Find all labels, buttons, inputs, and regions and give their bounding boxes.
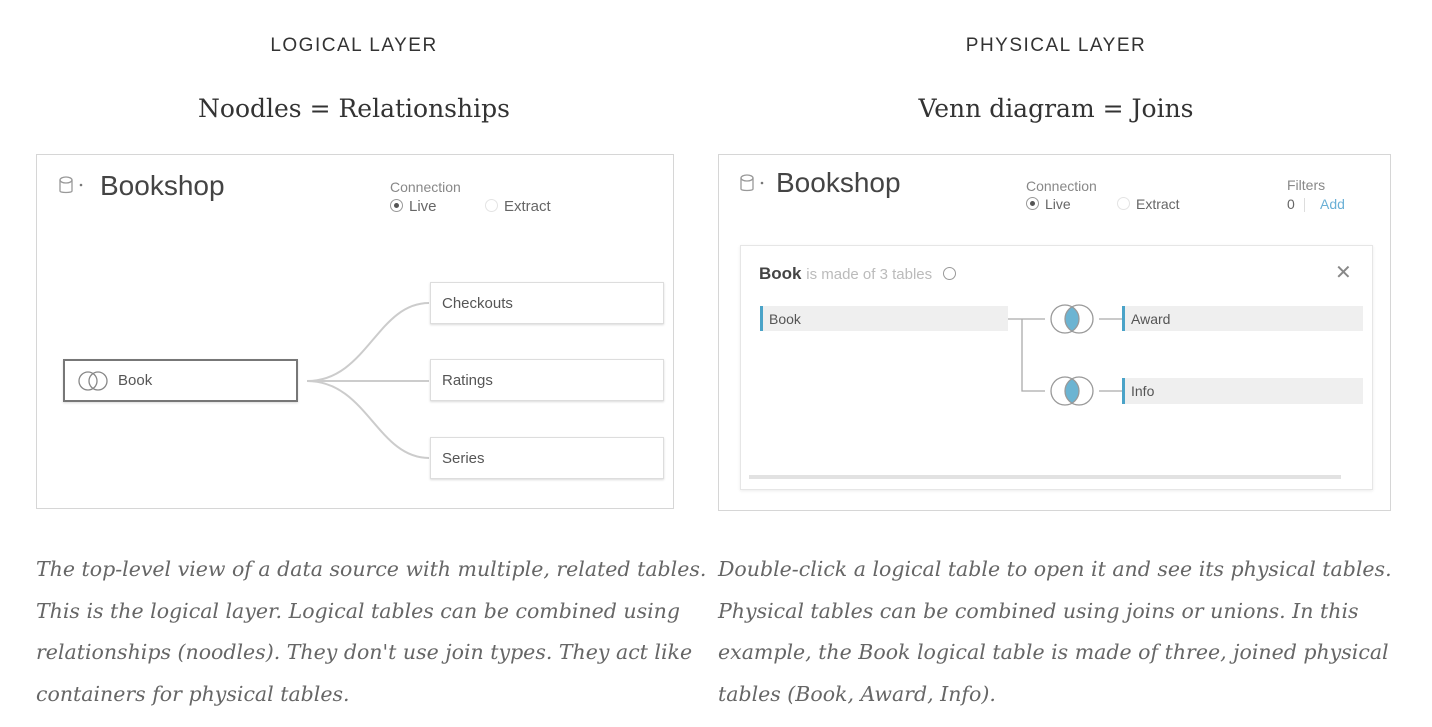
horizontal-scrollbar[interactable] <box>749 475 1341 479</box>
logical-table-ratings[interactable]: Ratings <box>430 359 664 401</box>
logical-layer-screenshot: Bookshop Connection Live Extract Book Ch… <box>36 154 674 509</box>
logical-table-checkouts[interactable]: Checkouts <box>430 282 664 324</box>
venn-icon <box>78 370 108 391</box>
datasource-name[interactable]: Bookshop <box>776 167 901 198</box>
table-label: Ratings <box>442 371 493 389</box>
table-label: Info <box>1131 383 1155 399</box>
connection-label: Connection <box>1026 178 1097 194</box>
extract-label: Extract <box>504 198 551 215</box>
datasource-name[interactable]: Bookshop <box>100 170 225 201</box>
panel-description: is made of 3 tables <box>806 266 933 283</box>
physical-layer-caption: Double-click a logical table to open it … <box>718 557 1392 706</box>
extract-radio[interactable]: Extract <box>1117 196 1180 212</box>
table-label: Series <box>442 449 485 467</box>
logical-layer-caption: The top-level view of a data source with… <box>36 557 707 706</box>
extract-label: Extract <box>1136 196 1180 212</box>
live-label: Live <box>1045 196 1071 212</box>
database-icon <box>740 174 764 192</box>
join-venn-icon-info <box>1050 376 1094 406</box>
radio-selected-icon <box>1026 197 1039 210</box>
physical-table-book[interactable]: Book <box>760 306 1008 331</box>
divider <box>1304 198 1305 212</box>
close-icon[interactable]: ✕ <box>1335 262 1352 284</box>
physical-layer-subtitle: Venn diagram = Joins <box>918 94 1194 123</box>
join-diagram <box>1008 304 1122 406</box>
radio-selected-icon <box>390 199 403 212</box>
physical-table-info[interactable]: Info <box>1122 378 1363 404</box>
live-radio[interactable]: Live <box>1026 196 1071 212</box>
table-label: Book <box>769 310 801 327</box>
panel-title: Book is made of 3 tables <box>759 264 956 284</box>
noodle-series <box>306 380 430 459</box>
radio-icon <box>1117 197 1130 210</box>
physical-layer-screenshot: Bookshop Connection Live Extract Filters… <box>718 154 1391 511</box>
join-lines <box>1008 318 1122 392</box>
filters-label: Filters <box>1287 177 1326 193</box>
noodle-checkouts <box>306 302 430 382</box>
filters-count: 0 <box>1287 196 1295 212</box>
physical-layer-heading: PHYSICAL LAYER <box>965 35 1147 56</box>
live-radio[interactable]: Live <box>390 198 437 215</box>
extract-radio[interactable]: Extract <box>485 198 551 215</box>
join-venn-icon-award <box>1050 304 1094 334</box>
live-label: Live <box>409 198 437 215</box>
logical-layer-heading: LOGICAL LAYER <box>270 35 438 56</box>
relationship-noodles <box>306 302 430 459</box>
logical-table-book[interactable]: Book <box>63 359 298 402</box>
physical-tables-panel: Book is made of 3 tables ✕ Book Award In… <box>740 245 1373 490</box>
table-label: Book <box>118 372 153 389</box>
database-icon <box>59 176 83 194</box>
physical-table-award[interactable]: Award <box>1122 306 1363 331</box>
add-filter-link[interactable]: Add <box>1320 196 1345 212</box>
radio-icon <box>485 199 498 212</box>
connection-label: Connection <box>390 179 461 195</box>
table-label: Checkouts <box>442 294 513 312</box>
logical-layer-subtitle: Noodles = Relationships <box>198 94 510 123</box>
panel-table-name: Book <box>759 264 802 283</box>
logical-table-series[interactable]: Series <box>430 437 664 479</box>
info-icon[interactable] <box>942 267 956 280</box>
table-label: Award <box>1131 310 1171 327</box>
